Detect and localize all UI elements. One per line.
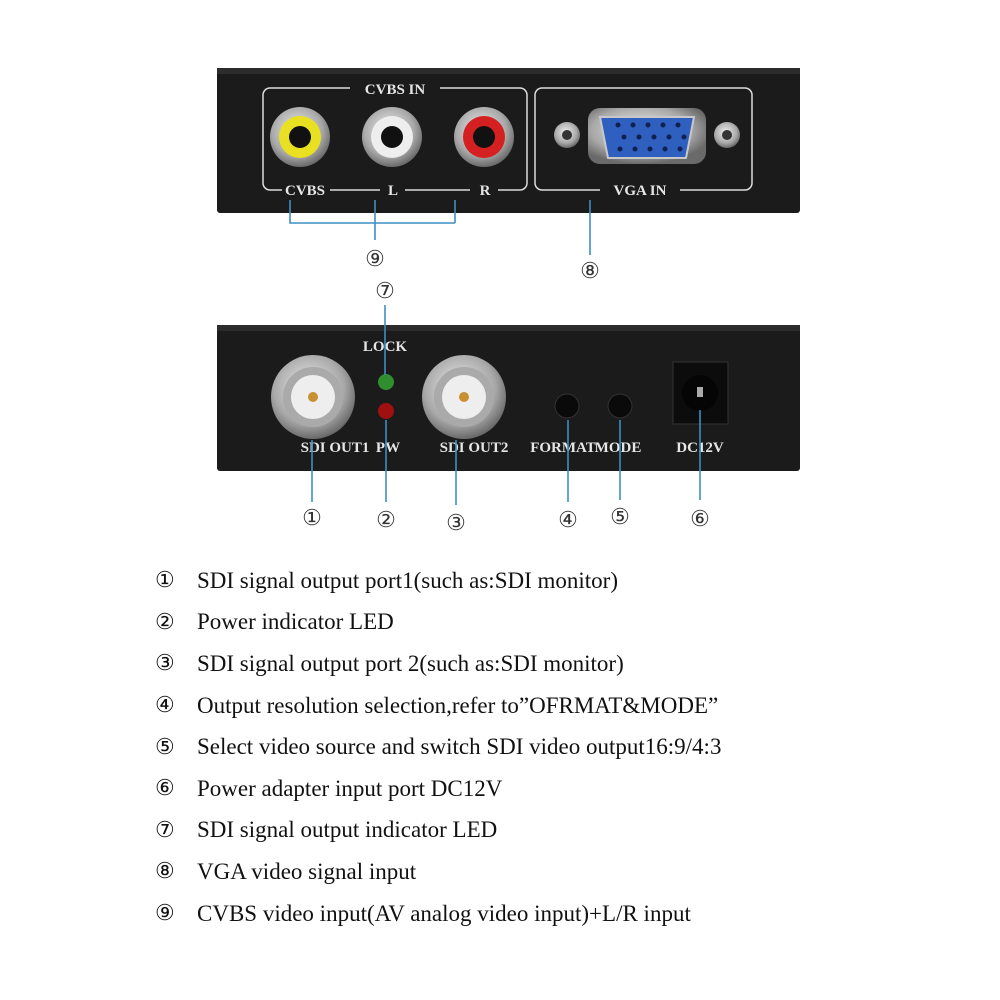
callout-3: ③ — [446, 511, 466, 536]
bnc-sdi-out1-port — [271, 355, 355, 439]
power-led — [378, 403, 394, 419]
format-label: FORMAT — [530, 440, 596, 456]
pw-label: PW — [376, 440, 400, 456]
callout-4: ④ — [558, 508, 578, 533]
callout-9: ⑨ — [365, 247, 385, 272]
lock-led — [378, 374, 394, 390]
input-panel: CVBS IN CVBS L R VGA IN — [217, 68, 800, 213]
callout-5: ⑤ — [610, 505, 630, 530]
callout-6: ⑥ — [690, 507, 710, 532]
callout-1: ① — [302, 506, 322, 531]
callout-7: ⑦ — [375, 279, 395, 304]
rca-right-port — [454, 107, 514, 167]
leader-line-9 — [289, 200, 456, 240]
device-diagram: CVBS IN CVBS L R VGA IN ⑨ ⑧ — [217, 68, 800, 536]
r-label: R — [480, 183, 491, 199]
output-panel: LOCK SDI OUT1 PW SDI OUT2 FORMAT MODE DC… — [217, 325, 800, 471]
l-label: L — [388, 183, 398, 199]
vga-in-label: VGA IN — [614, 183, 667, 199]
sdi-out1-label: SDI OUT1 — [301, 440, 370, 456]
rca-cvbs-port — [270, 107, 330, 167]
callout-2: ② — [376, 508, 396, 533]
mode-button[interactable] — [607, 393, 633, 419]
rca-left-port — [362, 107, 422, 167]
vga-port — [554, 108, 740, 164]
sdi-out2-label: SDI OUT2 — [440, 440, 509, 456]
cvbs-in-title: CVBS IN — [365, 82, 426, 98]
bnc-sdi-out2-port — [422, 355, 506, 439]
mode-label: MODE — [595, 440, 642, 456]
cvbs-label: CVBS — [285, 183, 325, 199]
callout-8: ⑧ — [580, 259, 600, 284]
format-button[interactable] — [554, 393, 580, 419]
